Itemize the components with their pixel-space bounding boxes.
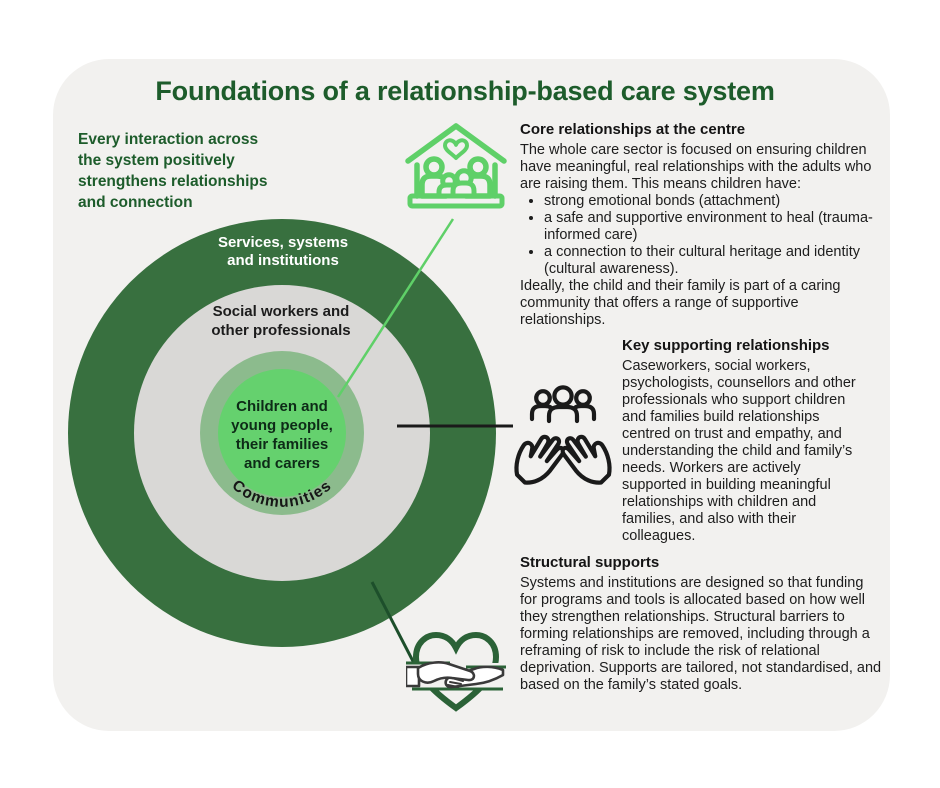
section-body: Systems and institutions are designed so… xyxy=(520,575,882,693)
open-hands xyxy=(514,434,612,485)
intro-statement: Every interaction across the system posi… xyxy=(78,131,268,211)
section-heading: Structural supports xyxy=(520,554,660,571)
heart-handshake-icon xyxy=(406,631,506,712)
section-heading: Key supporting relationships xyxy=(622,337,830,354)
section-heading: Core relationships at the centre xyxy=(520,121,746,138)
house-roof xyxy=(405,123,507,164)
ring-label-professionals: Social workers and other professionals xyxy=(211,303,351,339)
section-key-supporting: Key supporting relationships Caseworkers… xyxy=(622,337,865,545)
house-family-heart-icon xyxy=(405,123,507,209)
house-walls xyxy=(414,162,498,199)
connector-line-ring-to-heart xyxy=(370,581,418,668)
ring-label-services: Services, systems and institutions xyxy=(217,234,349,269)
connector-line-centre-to-house xyxy=(336,218,455,398)
section-body: Caseworkers, social workers, psychologis… xyxy=(622,358,856,544)
hands-holding-people-icon xyxy=(514,385,612,485)
heart-icon xyxy=(443,138,469,160)
centre-circle-label: Children and young people, their familie… xyxy=(231,398,333,472)
section-lead: The whole care sector is focused on ensu… xyxy=(520,142,872,192)
core-bullet-list: strong emotional bonds (attachment) a sa… xyxy=(520,193,874,278)
people-group xyxy=(529,385,597,424)
handshake xyxy=(406,661,505,689)
circle-children-centre xyxy=(218,369,346,497)
heart-outline xyxy=(412,631,500,712)
section-structural-supports: Structural supports Systems and institut… xyxy=(520,554,882,694)
bullet-item: strong emotional bonds (attachment) xyxy=(544,193,874,210)
bullet-item: a connection to their cultural heritage … xyxy=(544,244,874,278)
family-figures xyxy=(419,156,493,199)
page-title: Foundations of a relationship-based care… xyxy=(155,76,775,106)
bullet-item: a safe and supportive environment to hea… xyxy=(544,210,874,244)
section-core-relationships: Core relationships at the centre The who… xyxy=(520,121,874,329)
section-outro: Ideally, the child and their family is p… xyxy=(520,278,841,328)
